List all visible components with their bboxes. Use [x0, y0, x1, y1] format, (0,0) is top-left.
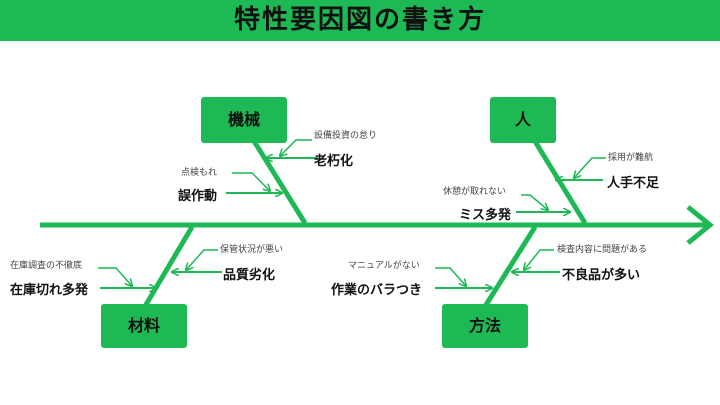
subarrow-variation [435, 267, 466, 286]
subarrow-defects [524, 249, 554, 270]
note-aging: 設備投資の怠り [314, 131, 378, 141]
subarrow-degradation [186, 249, 218, 270]
note-variation: マニュアルがない [348, 261, 420, 271]
note-defects: 検査内容に問題がある [557, 245, 648, 255]
subarrow-hiring [574, 157, 606, 178]
title-bar [0, 0, 720, 41]
note-hiring: 採用が難航 [608, 153, 654, 163]
note-stockout: 在庫調査の不徹底 [10, 261, 83, 271]
category-material: 材料 [101, 304, 187, 348]
note-degradation: 保管状況が悪い [220, 245, 284, 255]
note-malfunction: 点検もれ [181, 168, 218, 178]
cause-defects: 不良品が多い [562, 268, 641, 283]
bone-method [481, 225, 538, 310]
cause-mistakes: ミス多発 [459, 208, 512, 223]
spine-arrow [40, 205, 714, 245]
note-mistakes: 休憩が取れない [443, 187, 507, 197]
cause-variation: 作業のバラつき [331, 283, 423, 298]
category-method: 方法 [442, 304, 528, 348]
subarrow-mistakes [521, 194, 548, 210]
cause-hiring: 人手不足 [607, 176, 660, 191]
category-machine: 機械 [201, 97, 287, 143]
bone-material [141, 225, 195, 310]
cause-aging: 老朽化 [314, 154, 354, 169]
subarrow-aging [280, 139, 312, 156]
cause-malfunction: 誤作動 [178, 189, 218, 204]
cause-stockout: 在庫切れ多発 [10, 283, 89, 298]
category-person: 人 [490, 97, 556, 143]
subarrow-malfunction [232, 172, 270, 191]
cause-degradation: 品質劣化 [223, 268, 276, 283]
page-title: 特性要因図の書き方 [233, 5, 486, 35]
subarrow-stockout [98, 267, 132, 286]
